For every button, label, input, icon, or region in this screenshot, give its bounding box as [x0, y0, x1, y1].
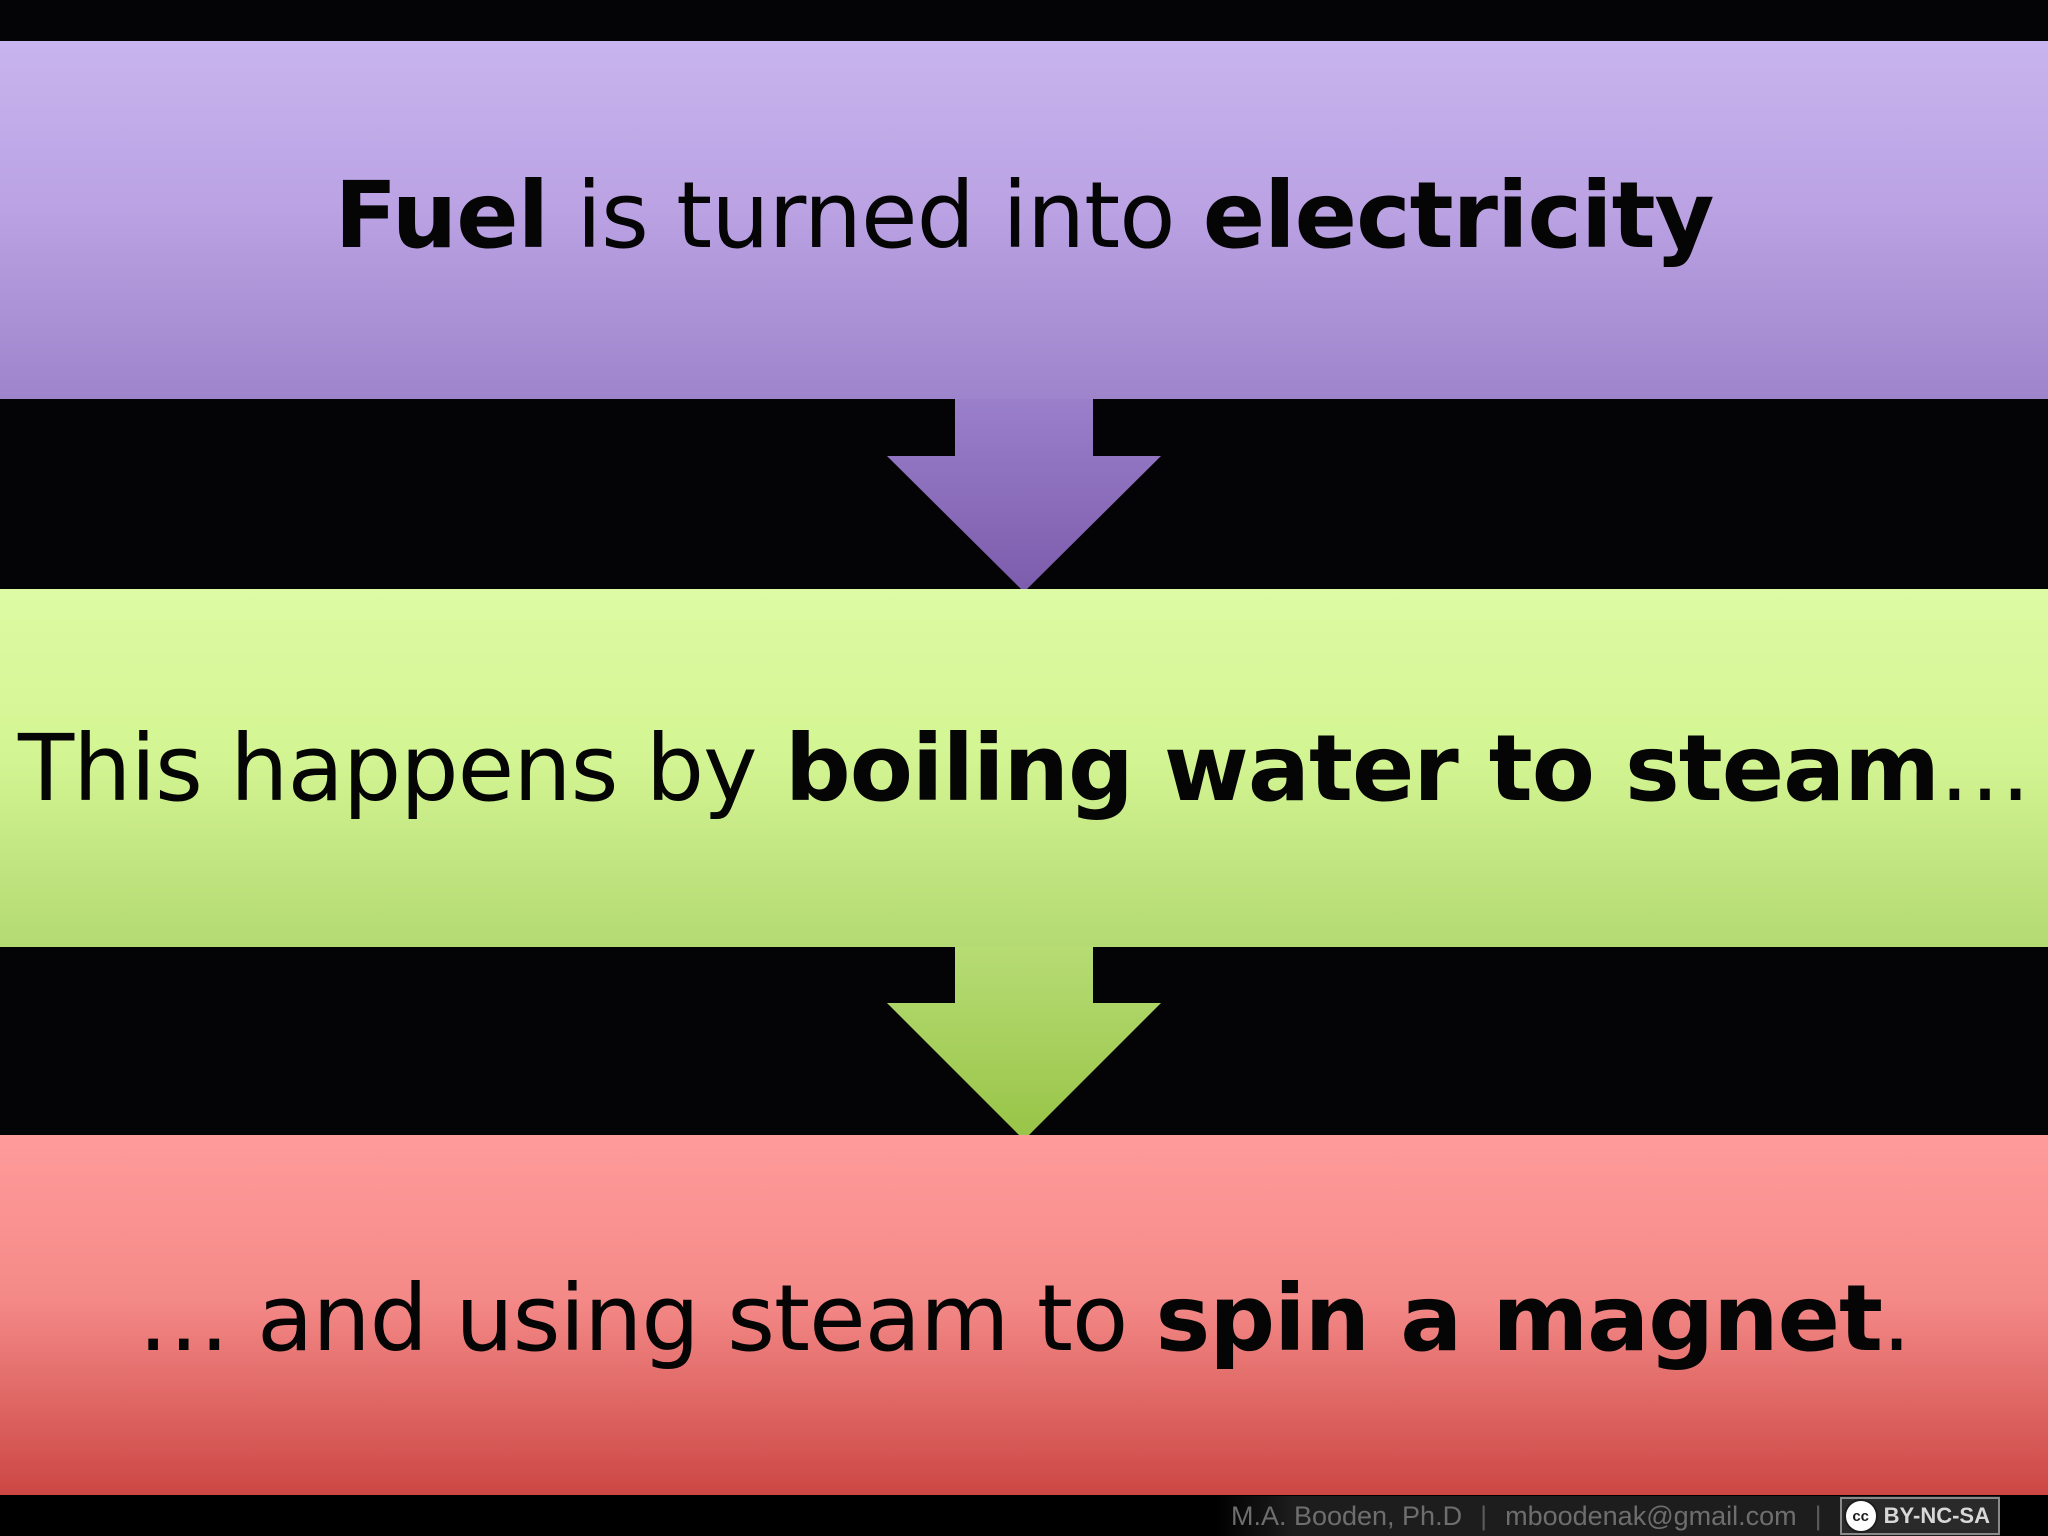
license-badge: cc BY-NC-SA [1839, 1497, 2000, 1535]
license-label: BY-NC-SA [1883, 1503, 1990, 1528]
separator-2: | [1814, 1500, 1822, 1531]
author-email: mboodenak@gmail.com [1505, 1500, 1797, 1531]
credit-line: M.A. Booden, Ph.D | mboodenak@gmail.com … [1214, 1496, 2000, 1536]
separator: | [1480, 1500, 1488, 1531]
step-2-part-3: … [1939, 714, 2031, 822]
step-3-part-1: … and using steam to [137, 1264, 1156, 1372]
step-1-part-1: Fuel [334, 161, 549, 269]
step-3-part-2: spin a magnet [1155, 1264, 1883, 1372]
step-1-box: Fuel is turned into electricity [0, 41, 2048, 399]
step-1-part-2: is turned into [548, 161, 1203, 269]
step-3-text: … and using steam to spin a magnet. [137, 1264, 1912, 1372]
step-2-part-1: This happens by [17, 714, 785, 822]
step-1-text: Fuel is turned into electricity [334, 161, 1715, 269]
author-name: M.A. Booden, Ph.D [1230, 1500, 1463, 1531]
step-1-part-3: electricity [1202, 161, 1715, 269]
creative-commons-icon: cc [1843, 1499, 1878, 1533]
step-2-part-2: boiling water to steam [784, 714, 1940, 822]
step-2-text: This happens by boiling water to steam… [17, 714, 2031, 822]
step-3-box: … and using steam to spin a magnet. [0, 1135, 2048, 1495]
step-3-part-3: . [1882, 1264, 1911, 1372]
step-2-box: This happens by boiling water to steam… [0, 589, 2048, 947]
